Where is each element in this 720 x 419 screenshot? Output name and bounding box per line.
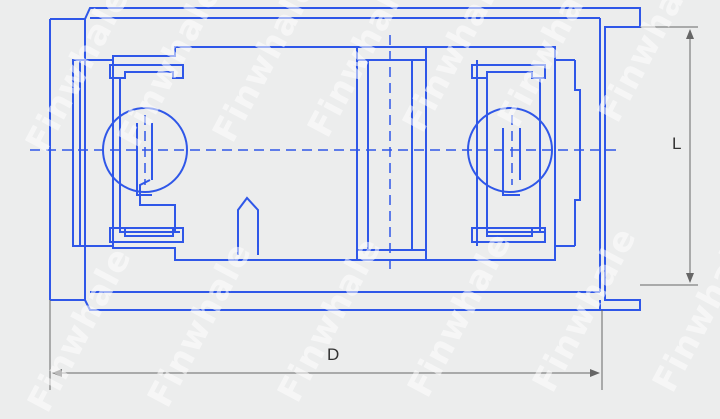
bearing-housing-drawing: L D Finwhale Finwhale Finwhale Finwhale … <box>18 0 720 419</box>
technical-drawing <box>30 7 698 390</box>
dimension-lines <box>49 26 698 390</box>
center-lines <box>30 35 620 270</box>
dimension-label-length: L <box>672 134 682 153</box>
housing-outline <box>49 7 641 311</box>
dimension-label-diameter: D <box>327 345 340 364</box>
